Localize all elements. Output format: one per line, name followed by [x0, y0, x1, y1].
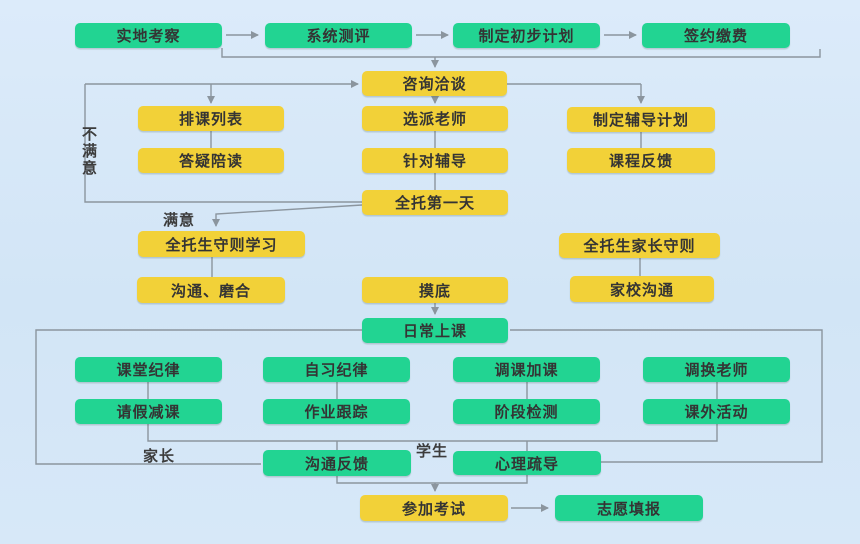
- node-targeted-tutoring: 针对辅导: [362, 148, 508, 173]
- node-self-study-discipline: 自习纪律: [263, 357, 410, 382]
- node-counseling: 心理疏导: [453, 451, 601, 475]
- node-baseline-test: 摸底: [362, 277, 508, 303]
- node-application-filling: 志愿填报: [555, 495, 703, 521]
- node-take-exam: 参加考试: [360, 495, 508, 521]
- node-communication-feedback: 沟通反馈: [263, 450, 411, 476]
- node-stage-testing: 阶段检测: [453, 399, 600, 424]
- node-consultation: 咨询洽谈: [362, 71, 507, 96]
- node-homework-tracking: 作业跟踪: [263, 399, 410, 424]
- node-initial-plan: 制定初步计划: [453, 23, 600, 48]
- node-daily-classes: 日常上课: [362, 318, 508, 343]
- label-satisfied: 满意: [163, 212, 196, 229]
- node-extracurricular: 课外活动: [643, 399, 790, 424]
- node-class-discipline: 课堂纪律: [75, 357, 222, 382]
- node-schedule-list: 排课列表: [138, 106, 284, 131]
- node-site-visit: 实地考察: [75, 23, 222, 48]
- edge-toprow-consultation: [221, 48, 821, 58]
- edge-grid-merge: [147, 424, 718, 442]
- node-class-adjustment: 调课加课: [453, 357, 600, 382]
- node-leave-reduction: 请假减课: [75, 399, 222, 424]
- edge-loop-left: [35, 329, 362, 465]
- node-student-rules-study: 全托生守则学习: [138, 231, 305, 257]
- node-system-assessment: 系统测评: [265, 23, 412, 48]
- node-course-feedback: 课程反馈: [567, 148, 715, 173]
- label-parent: 家长: [143, 448, 176, 465]
- node-communicate-adapt: 沟通、磨合: [137, 277, 285, 303]
- label-dissatisfied: 不满意: [80, 126, 97, 177]
- label-student: 学生: [416, 443, 449, 460]
- node-tutoring-plan: 制定辅导计划: [567, 107, 715, 132]
- node-parent-rules: 全托生家长守则: [559, 233, 720, 258]
- node-teacher-change: 调换老师: [643, 357, 790, 382]
- node-first-day: 全托第一天: [362, 190, 508, 215]
- node-home-school-communication: 家校沟通: [570, 276, 714, 302]
- edge-firstday-loop: [84, 84, 362, 203]
- node-sign-and-pay: 签约缴费: [642, 23, 790, 48]
- node-assign-teacher: 选派老师: [362, 106, 508, 131]
- node-qa-accompany: 答疑陪读: [138, 148, 284, 173]
- edge-loop-right: [510, 329, 823, 463]
- edge-satisfied: [212, 204, 363, 227]
